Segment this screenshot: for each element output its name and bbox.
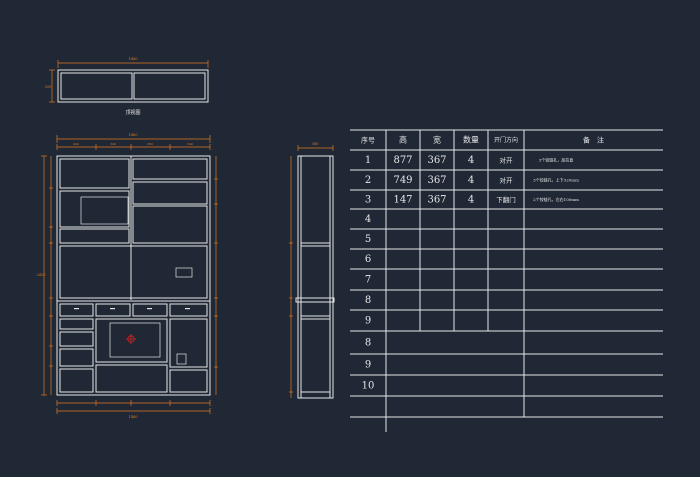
table-header-cell: 宽 xyxy=(433,135,441,145)
table-header-cell: 数量 xyxy=(463,135,479,145)
table-cell-h: 877 xyxy=(393,155,412,166)
side-view xyxy=(295,155,335,399)
table-cell-no: 9 xyxy=(365,316,371,327)
table-cell-w: 367 xyxy=(427,195,446,206)
table-cell-no: 6 xyxy=(365,254,371,265)
table-header-cell: 开门方向 xyxy=(494,136,518,144)
table-cell-qty: 4 xyxy=(468,175,474,186)
table-cell-note: 3个铰链孔，上下320mm xyxy=(533,177,579,183)
front-view-outline xyxy=(56,155,211,396)
door-schedule-table xyxy=(350,129,663,432)
top-view-left-section xyxy=(60,72,133,100)
table-cell-qty: 4 xyxy=(468,195,474,206)
table-cell-no: 3 xyxy=(365,195,371,206)
top-view-dimensions xyxy=(49,60,209,103)
table-header-cell: 序号 xyxy=(361,136,375,145)
top-view-caption: 顶视图 xyxy=(125,109,140,116)
front-top-segment-2: 340 xyxy=(110,142,116,146)
front-top-segment-3: 360 xyxy=(147,142,153,146)
table-cell-no: 5 xyxy=(365,234,371,245)
table-header-cell: 备 注 xyxy=(583,136,604,145)
table-cell-no: 8 xyxy=(365,295,371,306)
table-cell-w: 367 xyxy=(427,155,446,166)
table-cell-no: 4 xyxy=(365,214,371,225)
table-cell-dir: 下翻门 xyxy=(496,195,516,204)
table-cell-h: 147 xyxy=(393,195,412,206)
top-view-outline xyxy=(57,69,209,103)
table-cell-no: 7 xyxy=(365,275,371,286)
top-view xyxy=(57,69,209,103)
table-cell-no: 2 xyxy=(365,175,371,186)
table-header-cell: 高 xyxy=(399,135,407,145)
side-view-dimensions xyxy=(289,145,334,398)
table-cell-w: 367 xyxy=(427,175,446,186)
table-cell-no: 9 xyxy=(365,360,371,371)
front-top-segment-1: 400 xyxy=(73,142,79,146)
table-cell-h: 749 xyxy=(393,175,412,186)
front-overall-width-dim: 1460 xyxy=(129,133,138,137)
side-view-outline xyxy=(297,155,334,399)
table-cell-dir: 对开 xyxy=(500,156,514,165)
front-view xyxy=(56,155,211,396)
table-cell-dir: 对开 xyxy=(500,176,514,185)
front-bottom-overall-dim: 1460 xyxy=(129,415,138,419)
front-view-marker xyxy=(126,334,136,344)
table-cell-note: 2个铰链孔，左右100mm xyxy=(533,196,579,202)
table-cell-no: 1 xyxy=(365,155,371,166)
drawer-handles xyxy=(74,308,190,310)
table-cell-no: 8 xyxy=(365,338,371,349)
table-cell-qty: 4 xyxy=(468,155,474,166)
front-top-segment-4: 340 xyxy=(187,142,193,146)
top-view-right-section xyxy=(133,72,206,100)
side-depth-dim: 380 xyxy=(312,142,319,146)
table-cell-note: 3个铰链孔，加拉直 xyxy=(539,157,574,163)
front-view-dimensions xyxy=(41,135,218,414)
front-overall-height-dim: 2450 xyxy=(37,273,46,277)
table-cell-no: 10 xyxy=(362,381,375,392)
top-view-width-dim: 1460 xyxy=(129,57,138,61)
top-view-depth-dim: 350 xyxy=(45,85,52,89)
